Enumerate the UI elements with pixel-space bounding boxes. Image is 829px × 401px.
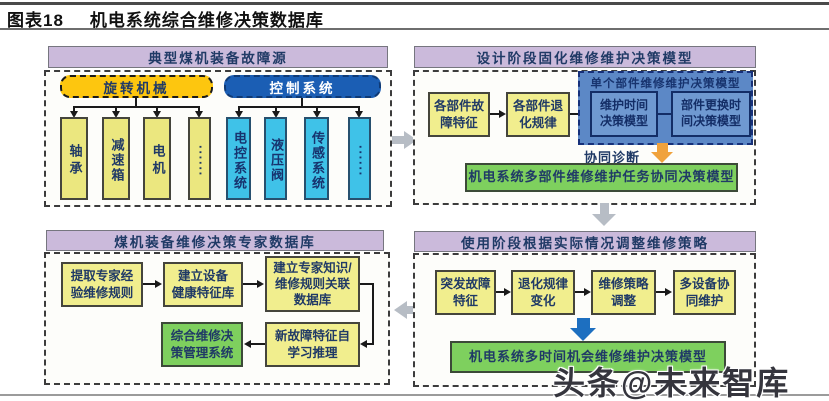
expert-db-header: 煤机装备维修决策专家数据库 [46,230,384,251]
connector-line [135,98,137,106]
sudden-fault-features-box: 突发故障 特征 [435,270,496,315]
arrowhead-down-icon [195,111,203,118]
single-component-model-title: 单个部件维修维护决策模型 [590,78,741,90]
extract-expert-rules-box: 提取专家经 验维修规则 [61,262,143,307]
fault-item-ellipsis: ······ [348,117,371,200]
fault-item-sensor-system: 传感系统 [304,117,329,200]
fault-item-hydraulic-valve: 液压阀 [264,117,287,200]
arrowhead-right-icon [584,288,591,296]
arrowhead-right-icon [257,280,264,288]
fault-item-electric-control: 电控系统 [226,117,251,200]
collaborative-diagnosis-label: 协同诊断 [584,150,641,165]
fault-sources-header: 典型煤机装备故障源 [48,46,388,68]
orange-down-arrow-icon [651,152,673,163]
connector-line [366,343,374,345]
connector-line [243,283,258,285]
connector-line [250,343,265,345]
arrowhead-down-icon [235,111,243,118]
flow-arrow-down-icon [600,203,609,215]
connector-line [301,98,303,106]
strategy-adjustment-box: 维修策略 调整 [591,270,656,315]
connector-line [656,291,666,293]
replacement-time-model-box: 部件更换时 间决策模型 [671,91,751,137]
orange-down-arrow-icon [657,143,668,152]
connector-line [156,106,158,112]
connector-line [115,106,117,112]
fault-item-bearing: 轴承 [60,117,88,200]
bottom-rule [0,394,829,396]
new-fault-self-learning-box: 新故障特征自 学习推理 [265,322,360,367]
arrowhead-down-icon [112,111,120,118]
connector-line [198,106,200,112]
arrowhead-down-icon [272,111,280,118]
figure-label: 图表18 [7,11,64,30]
figure-title: 图表18 机电系统综合维修决策数据库 [7,6,324,31]
opportunity-maintenance-model-box: 机电系统多时间机会维修维护决策模型 [450,341,726,373]
component-fault-features-box: 各部件故 障特征 [428,92,490,137]
arrowhead-down-icon [153,111,161,118]
arrowhead-down-icon [313,111,321,118]
rotating-machinery-group: 旋转机械 [60,75,213,98]
arrowhead-down-icon [355,111,363,118]
watermark: 头条@未来智库 [553,365,791,401]
connector-line [238,106,240,112]
arrowhead-right-icon [504,288,511,296]
fault-item-gearbox: 减速箱 [102,117,130,200]
connector-line [275,106,277,112]
maintenance-time-model-box: 维护时间 决策模型 [590,91,658,137]
flow-arrow-down-icon [592,214,616,226]
multi-component-decision-model-box: 机电系统多部件维修维护任务协同决策模型 [465,163,738,192]
connector-line [73,106,75,112]
arrowhead-left-icon [360,340,367,348]
fault-item-motor: 电机 [143,117,171,200]
arrowhead-down-icon [70,111,78,118]
connector-line [575,291,585,293]
knowledge-rule-database-box: 建立专家知识/ 维修规则关联 数据库 [265,256,360,312]
connector-line [570,113,580,115]
component-degradation-box: 各部件退 化规律 [506,92,570,137]
flow-arrow-right-icon [392,136,405,144]
figure-title-text: 机电系统综合维修决策数据库 [89,11,324,30]
usage-stage-header: 使用阶段根据实际情况调整维修策略 [414,231,756,252]
connector-line [238,106,360,108]
connector-line [496,291,505,293]
control-system-group: 控制系统 [224,75,381,98]
flow-arrow-left-icon [394,301,407,319]
equipment-health-library-box: 建立设备 健康特征库 [163,262,243,307]
degradation-change-box: 退化规律 变化 [511,270,575,315]
integrated-maintenance-system-box: 综合维修决 策管理系统 [161,322,243,367]
connector-line [658,113,671,115]
connector-line [490,113,500,115]
arrowhead-left-icon [244,340,251,348]
fault-item-ellipsis: ······ [188,117,211,200]
connector-line [360,283,374,285]
multi-equipment-maintenance-box: 多设备协 同维护 [673,270,736,315]
connector-line [73,106,200,108]
connector-line [143,283,156,285]
title-rule-top [0,2,829,5]
arrowhead-right-icon [499,110,506,118]
arrowhead-right-icon [665,288,672,296]
connector-line [372,283,374,344]
connector-line [358,106,360,112]
design-stage-header: 设计阶段固化维修维护决策模型 [414,46,756,68]
arrowhead-right-icon [155,280,162,288]
blue-down-arrow-icon [570,328,596,341]
connector-line [316,106,318,112]
title-rule-bottom [0,28,829,30]
blue-down-arrow-icon [577,318,590,329]
